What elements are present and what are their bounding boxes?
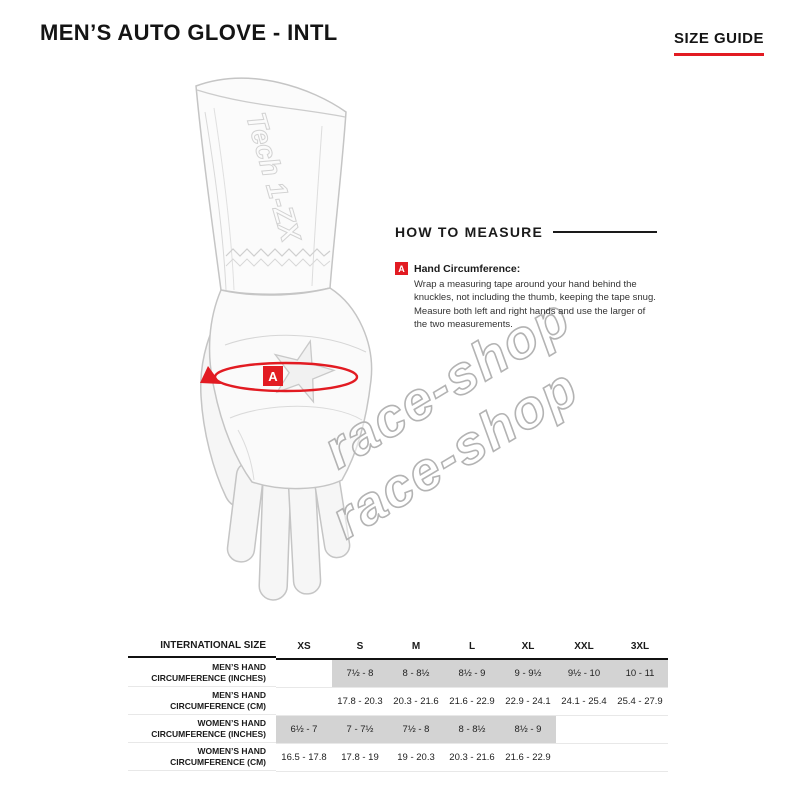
measurement-ellipse <box>200 361 359 393</box>
size-table-cell: 8½ - 9 <box>500 716 556 744</box>
glove-diagram: Tech 1-ZX race-shop race-shop <box>195 77 590 601</box>
size-table-cell: 16.5 - 17.8 <box>276 744 332 772</box>
page-title: MEN’S AUTO GLOVE - INTL <box>40 20 338 45</box>
size-table-cell <box>612 744 668 772</box>
size-table-cell: 6½ - 7 <box>276 716 332 744</box>
glove-illustration: Tech 1-ZX <box>195 77 373 601</box>
size-table-cell: 7½ - 8 <box>388 716 444 744</box>
size-table-cell: 20.3 - 21.6 <box>388 688 444 716</box>
size-table-header: XXL <box>556 634 612 660</box>
marker-a-letter: A <box>268 369 278 384</box>
marker-a-badge: A <box>395 262 408 275</box>
size-table-header-label: INTERNATIONAL SIZE <box>128 634 276 658</box>
size-table-cell: 25.4 - 27.9 <box>612 688 668 716</box>
size-table-cell: 7 - 7½ <box>332 716 388 744</box>
size-table-cell <box>276 688 332 716</box>
how-to-measure-title: HOW TO MEASURE <box>395 224 543 240</box>
size-table-cell: 17.8 - 19 <box>332 744 388 772</box>
size-guide-underline <box>673 53 764 56</box>
size-table-cell: 7½ - 8 <box>332 660 388 688</box>
size-table-cell <box>556 716 612 744</box>
size-table-cell: 9½ - 10 <box>556 660 612 688</box>
size-table-cell: 22.9 - 24.1 <box>500 688 556 716</box>
size-table-cell: 8 - 8½ <box>388 660 444 688</box>
size-table-cell: 10 - 11 <box>612 660 668 688</box>
size-table-header: L <box>444 634 500 660</box>
size-guide-heading: SIZE GUIDE <box>673 30 764 56</box>
size-table-cell: 8 - 8½ <box>444 716 500 744</box>
star-logo-icon <box>273 339 336 404</box>
size-table-row-label: MEN’S HAND CIRCUMFERENCE (CM) <box>128 688 276 715</box>
size-table-cell <box>556 744 612 772</box>
size-table-cell: 21.6 - 22.9 <box>444 688 500 716</box>
size-table-header: XL <box>500 634 556 660</box>
size-table-cell: 17.8 - 20.3 <box>332 688 388 716</box>
size-table-header: XS <box>276 634 332 660</box>
size-guide-label: SIZE GUIDE <box>673 30 764 47</box>
size-table-cell: 20.3 - 21.6 <box>444 744 500 772</box>
size-table-header: S <box>332 634 388 660</box>
size-table-cell: 21.6 - 22.9 <box>500 744 556 772</box>
size-table-header: 3XL <box>612 634 668 660</box>
size-table-header: M <box>388 634 444 660</box>
size-table-cell: 9 - 9½ <box>500 660 556 688</box>
hand-circumference-description: Wrap a measuring tape around your hand b… <box>414 279 656 331</box>
arrow-head-icon <box>200 366 221 384</box>
size-table-cell: 24.1 - 25.4 <box>556 688 612 716</box>
size-table-cell <box>276 660 332 688</box>
size-table-row-label: WOMEN’S HAND CIRCUMFERENCE (INCHES) <box>128 716 276 743</box>
how-to-measure-rule <box>553 231 657 233</box>
size-table-row-label: MEN’S HAND CIRCUMFERENCE (INCHES) <box>128 660 276 687</box>
size-table-cell <box>612 716 668 744</box>
size-table-cell: 8½ - 9 <box>444 660 500 688</box>
size-table-row-label: WOMEN’S HAND CIRCUMFERENCE (CM) <box>128 744 276 771</box>
marker-a-diagram: A <box>263 366 283 386</box>
size-table-cell: 19 - 20.3 <box>388 744 444 772</box>
hand-circumference-label: Hand Circumference: <box>414 262 521 275</box>
how-to-measure: HOW TO MEASURE A Hand Circumference: Wra… <box>395 224 657 332</box>
